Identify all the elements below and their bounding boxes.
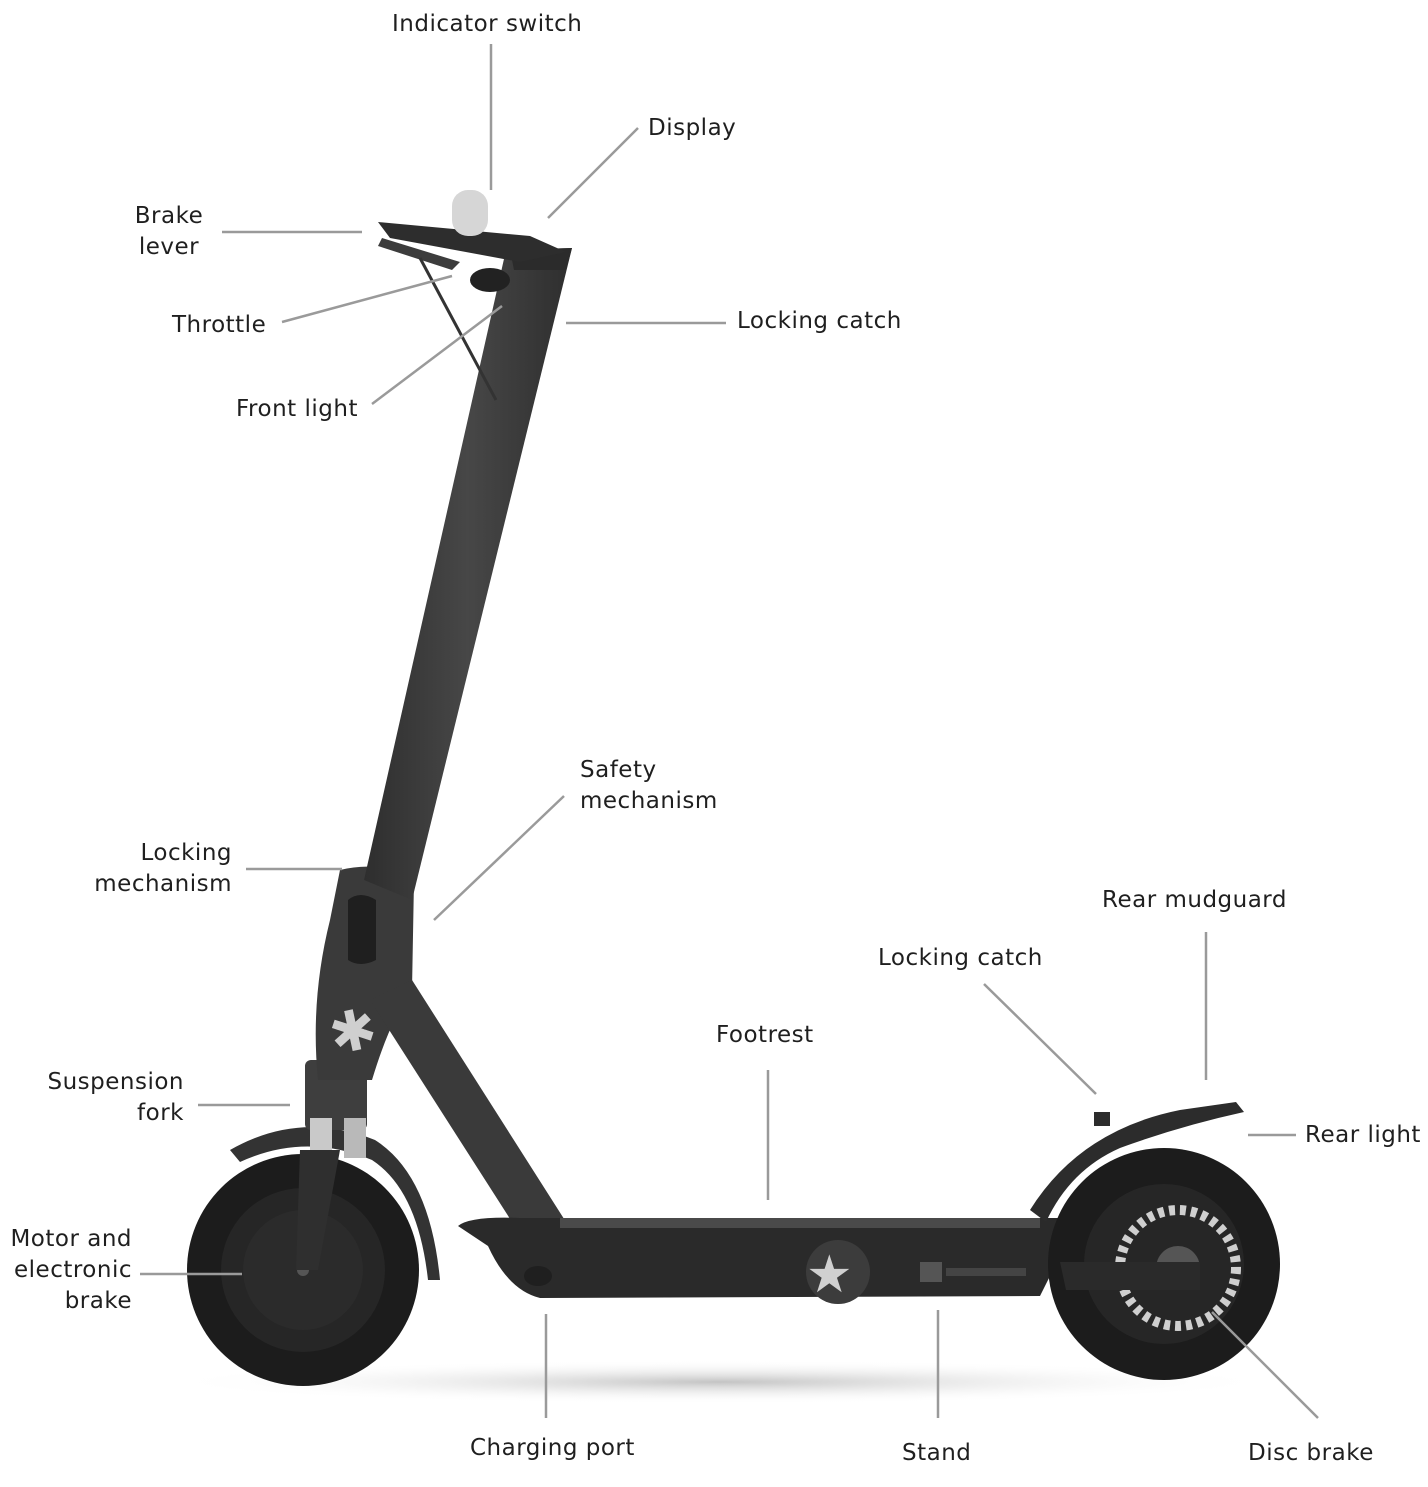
- label-brake-lever-line-2: lever: [138, 234, 200, 260]
- leader-locking-catch-rear: [983, 983, 1097, 1095]
- leader-safety-mechanism: [433, 795, 565, 921]
- label-brake-lever-line-1: Brake: [134, 203, 204, 229]
- label-footrest: Footrest: [716, 1022, 814, 1048]
- label-rear-mudguard: Rear mudguard: [1102, 887, 1287, 913]
- ground-shadow: [160, 1360, 1280, 1404]
- label-display: Display: [648, 115, 737, 141]
- label-charging-port: Charging port: [470, 1435, 635, 1461]
- label-disc-brake: Disc brake: [1248, 1440, 1374, 1466]
- leader-throttle: [281, 274, 453, 324]
- label-locking-catch-top: Locking catch: [737, 308, 902, 334]
- deck: ★: [458, 1217, 1070, 1305]
- down-tube: [370, 980, 566, 1222]
- label-locking-mechanism: Locking mechanism: [80, 838, 232, 900]
- label-suspension-fork-line-2: fork: [137, 1100, 184, 1126]
- suspension-fork: [296, 1060, 367, 1270]
- label-suspension-fork-line-1: Suspension: [47, 1069, 184, 1095]
- label-motor-brake-line-2: electronic: [14, 1257, 132, 1283]
- label-suspension-fork: Suspension fork: [30, 1067, 184, 1129]
- front-mudguard: [230, 1127, 440, 1280]
- label-motor-brake: Motor and electronic brake: [4, 1224, 132, 1317]
- label-safety-mechanism-line-2: mechanism: [580, 788, 718, 814]
- svg-text:★: ★: [806, 1245, 853, 1305]
- label-indicator-switch: Indicator switch: [392, 11, 583, 37]
- label-locking-catch-rear: Locking catch: [878, 945, 1043, 971]
- label-safety-mechanism-line-1: Safety: [580, 757, 657, 783]
- steering-stem: [364, 248, 572, 900]
- rear-mudguard: [1030, 1102, 1244, 1222]
- leader-display: [547, 127, 639, 219]
- label-locking-mechanism-line-2: mechanism: [94, 871, 232, 897]
- label-throttle: Throttle: [172, 312, 267, 338]
- leader-front-light: [371, 305, 503, 405]
- leader-lines: [140, 44, 1319, 1419]
- label-safety-mechanism: Safety mechanism: [580, 755, 718, 817]
- label-motor-brake-line-3: brake: [64, 1288, 132, 1314]
- label-front-light: Front light: [236, 396, 358, 422]
- leader-disc-brake: [1211, 1311, 1319, 1419]
- label-brake-lever: Brake lever: [126, 201, 212, 263]
- label-locking-mechanism-line-1: Locking: [140, 840, 232, 866]
- label-stand: Stand: [902, 1440, 972, 1466]
- label-motor-brake-line-1: Motor and: [10, 1226, 132, 1252]
- label-rear-light: Rear light: [1305, 1122, 1421, 1148]
